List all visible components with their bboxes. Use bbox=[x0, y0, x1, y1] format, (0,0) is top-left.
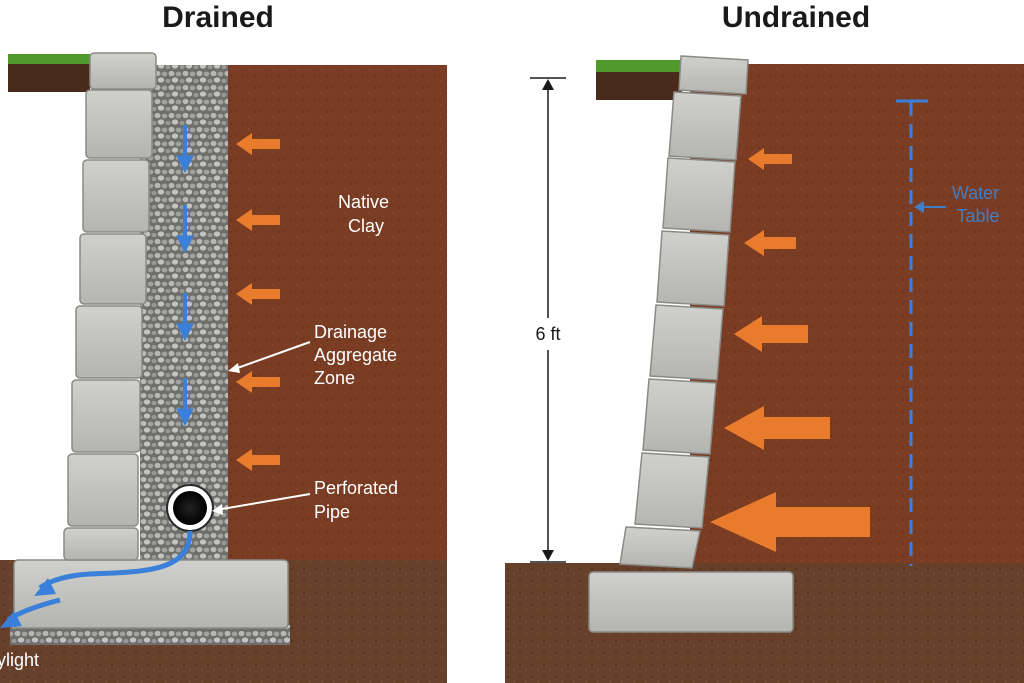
wall-block bbox=[68, 454, 138, 526]
top-soil-right bbox=[596, 70, 682, 100]
drained-panel: Native Clay Drainage Aggregate Zone Perf… bbox=[0, 53, 447, 683]
wall-block bbox=[657, 231, 729, 306]
wall-block bbox=[64, 528, 138, 560]
wall-block bbox=[86, 90, 152, 158]
wall-block bbox=[90, 53, 156, 89]
grass-left bbox=[8, 54, 90, 64]
wall-block bbox=[643, 379, 716, 454]
height-label: 6 ft bbox=[535, 324, 560, 344]
footing-right bbox=[589, 572, 793, 632]
height-dimension bbox=[530, 78, 566, 562]
wall-block bbox=[669, 92, 741, 160]
top-soil-left bbox=[8, 62, 90, 92]
perforated-pipe-bore bbox=[173, 491, 207, 525]
undrained-panel: 6 ft Water Table bbox=[505, 56, 1024, 683]
wall-block bbox=[83, 160, 149, 232]
wall-block bbox=[650, 305, 723, 380]
wall-block bbox=[80, 234, 146, 304]
wall-block bbox=[679, 56, 748, 94]
wall-block bbox=[76, 306, 142, 378]
wall-block bbox=[72, 380, 140, 452]
daylight-label: Daylight bbox=[0, 650, 39, 670]
wall-block bbox=[620, 527, 700, 568]
wall-block bbox=[663, 158, 735, 232]
wall-block bbox=[635, 453, 709, 528]
grass-right bbox=[596, 60, 682, 72]
